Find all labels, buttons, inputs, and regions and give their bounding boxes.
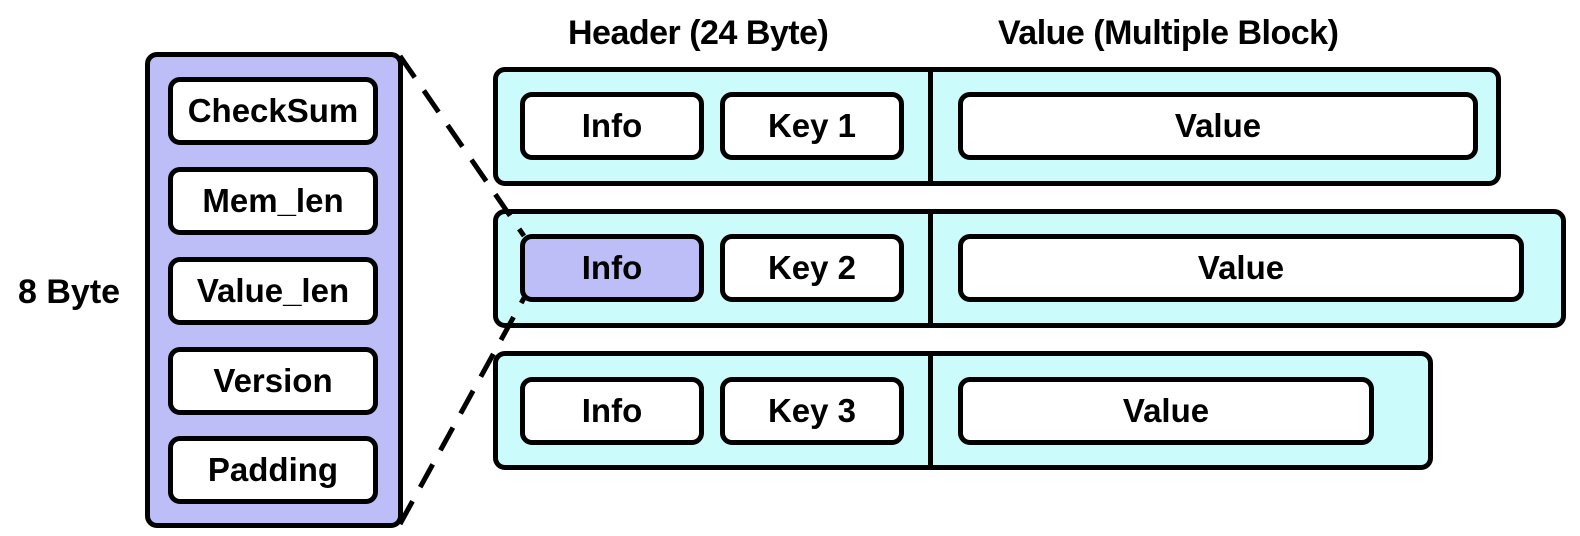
entry-2-key: Key 2 [720, 234, 904, 302]
info-size-label: 8 Byte [18, 273, 121, 311]
entry-3-key: Key 3 [720, 377, 904, 445]
field-checksum: CheckSum [168, 77, 378, 145]
entry-1-value: Value [958, 92, 1478, 160]
field-mem-len: Mem_len [168, 167, 378, 235]
entry-3-divider [928, 351, 933, 470]
entry-2-divider [928, 209, 933, 328]
field-version: Version [168, 347, 378, 415]
entry-2-value: Value [958, 234, 1524, 302]
field-value-len: Value_len [168, 257, 378, 325]
entry-1-key: Key 1 [720, 92, 904, 160]
entry-3-value: Value [958, 377, 1374, 445]
entry-2-info: Info [520, 234, 704, 302]
field-padding: Padding [168, 436, 378, 504]
entry-1-divider [928, 67, 933, 186]
header-heading: Header (24 Byte) [568, 14, 829, 52]
entry-3-info: Info [520, 377, 704, 445]
entry-1-info: Info [520, 92, 704, 160]
value-heading: Value (Multiple Block) [998, 14, 1339, 52]
